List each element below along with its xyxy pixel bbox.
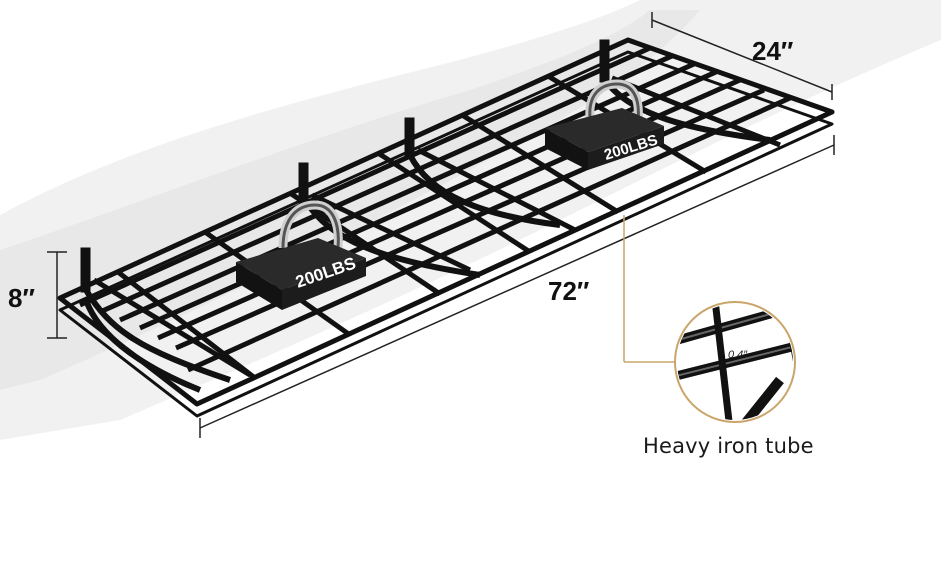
callout-line — [623, 215, 677, 363]
tube-size-label: 0.4″ — [728, 349, 748, 361]
dimension-lines — [47, 12, 835, 438]
length-dimension-label: 72″ — [548, 276, 589, 306]
tube-detail-zoom: 0.4″ — [674, 301, 796, 423]
tube-caption: Heavy iron tube — [643, 434, 814, 458]
weight-block-2: 200LBS — [545, 79, 664, 170]
depth-dimension-label: 24″ — [752, 36, 793, 66]
weight-block-1: 200LBS — [236, 200, 366, 310]
height-dimension-label: 8″ — [8, 283, 35, 313]
